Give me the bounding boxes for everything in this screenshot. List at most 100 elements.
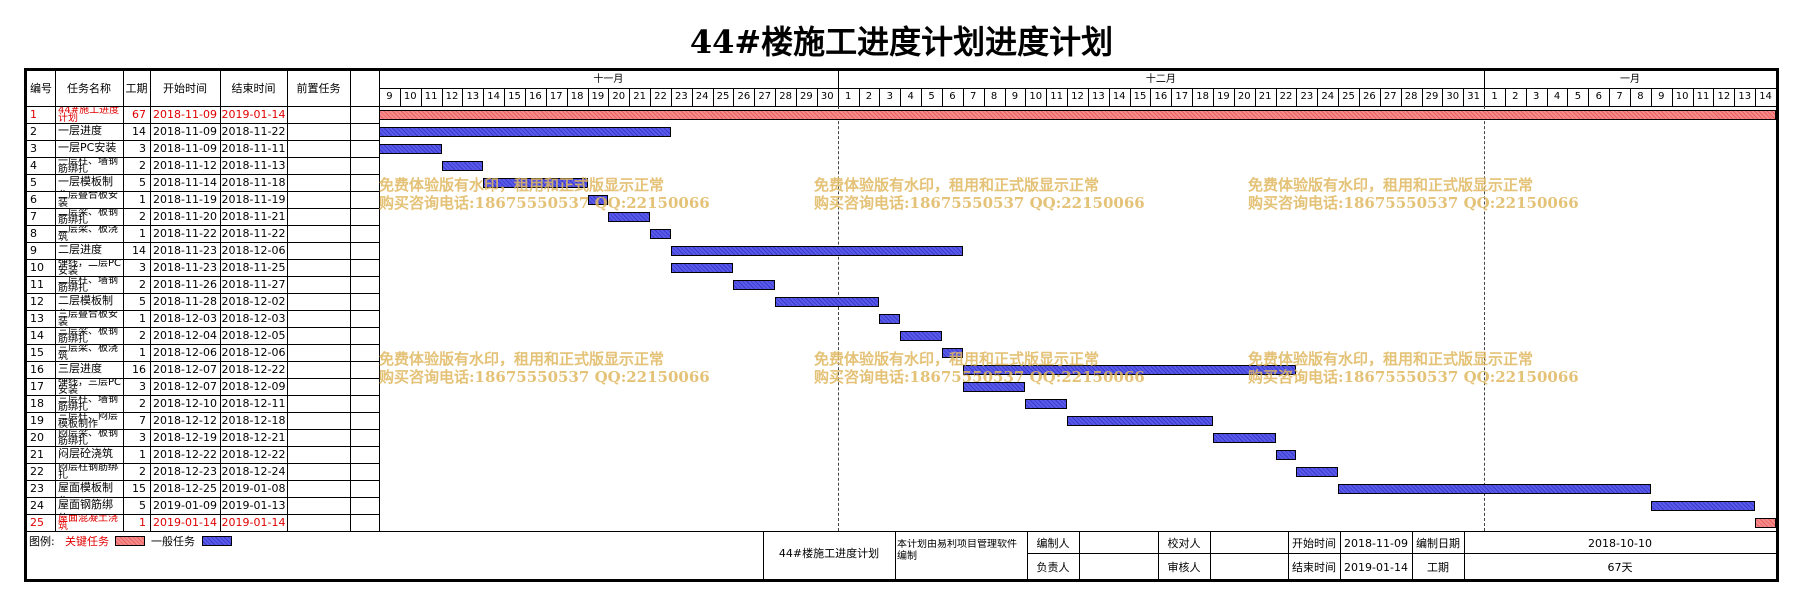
task-bar[interactable] — [587, 195, 609, 205]
task-name: 一层柱、墙钢筋绑扎 — [58, 158, 118, 174]
task-bar[interactable] — [733, 280, 776, 290]
task-end: 2018-11-19 — [221, 193, 286, 206]
task-start: 2018-12-07 — [153, 363, 217, 376]
task-bar[interactable] — [1025, 399, 1068, 409]
day-tick-label: 1 — [844, 91, 852, 102]
legend-critical-swatch — [115, 536, 145, 546]
day-tick-label: 22 — [654, 91, 667, 102]
column-header-start: 开始时间 — [163, 82, 207, 95]
task-id: 21 — [30, 448, 44, 461]
day-tick-label: 27 — [758, 91, 772, 102]
day-tick-label: 9 — [1658, 91, 1665, 102]
task-bar[interactable] — [441, 161, 484, 171]
task-duration: 1 — [139, 516, 146, 529]
task-bar[interactable] — [483, 178, 588, 188]
task-start: 2018-12-25 — [153, 482, 217, 495]
row-divider — [27, 446, 379, 447]
column-divider — [220, 71, 221, 531]
task-bar[interactable] — [1067, 416, 1214, 426]
row-divider — [27, 361, 379, 362]
task-bar[interactable] — [379, 144, 442, 154]
day-tick-label: 4 — [907, 91, 914, 102]
day-divider — [1484, 88, 1486, 106]
day-divider — [691, 88, 693, 106]
task-duration: 5 — [139, 176, 146, 189]
day-divider — [754, 88, 756, 106]
task-bar[interactable] — [608, 212, 651, 222]
task-end: 2018-12-09 — [221, 380, 286, 393]
task-end: 2018-12-11 — [221, 397, 286, 410]
row-divider — [27, 497, 379, 498]
task-name: 三层柱、闷层模板制作 — [58, 413, 118, 429]
task-bar[interactable] — [1650, 501, 1756, 511]
day-divider — [879, 88, 881, 106]
day-tick-label: 22 — [1279, 91, 1293, 102]
task-id: 9 — [30, 244, 37, 257]
day-divider — [1358, 88, 1360, 106]
column-header-duration: 工期 — [125, 82, 148, 95]
watermark-text: 购买咨询电话:18675550537 QQ:22150066 — [379, 368, 710, 386]
day-tick-label: 11 — [1050, 91, 1063, 102]
task-end: 2018-12-06 — [221, 346, 286, 359]
task-bar[interactable] — [962, 365, 1297, 375]
task-bar[interactable] — [650, 229, 671, 239]
critical-task-bar[interactable] — [1755, 518, 1776, 528]
task-bar[interactable] — [670, 246, 963, 256]
task-name: 三层梁、板钢筋绑扎 — [58, 328, 118, 344]
day-divider — [1067, 88, 1069, 106]
task-bar[interactable] — [900, 331, 942, 341]
task-bar[interactable] — [1338, 484, 1651, 494]
watermark-text: 免费体验版有水印，租用和正式版显示正常 — [814, 176, 1100, 194]
task-name: 屋面模板制作 — [58, 481, 113, 497]
task-end: 2018-12-02 — [221, 295, 286, 308]
critical-task-bar[interactable] — [379, 110, 1776, 120]
task-bar[interactable] — [879, 314, 901, 324]
task-id: 12 — [30, 295, 44, 308]
footer-divider — [895, 531, 896, 579]
day-tick-label: 6 — [949, 91, 956, 102]
task-bar[interactable] — [1296, 467, 1339, 477]
task-bar[interactable] — [670, 263, 734, 273]
day-tick-label: 19 — [591, 91, 605, 102]
task-name: 一层进度 — [58, 124, 102, 137]
task-end: 2018-11-11 — [221, 142, 286, 155]
task-bar[interactable] — [962, 382, 1026, 392]
day-tick-label: 10 — [403, 91, 417, 102]
footer-reviewed-by-label: 审核人 — [1167, 561, 1201, 574]
day-tick-label: 17 — [549, 91, 563, 102]
watermark-text: 购买咨询电话:18675550537 QQ:22150066 — [1248, 368, 1579, 386]
task-bar[interactable] — [1275, 450, 1297, 460]
month-label: 十一月 — [593, 74, 624, 85]
task-duration: 2 — [139, 278, 146, 291]
day-tick-label: 14 — [487, 91, 501, 102]
day-tick-label: 17 — [1175, 91, 1189, 102]
task-id: 19 — [30, 414, 44, 427]
task-bar[interactable] — [1213, 433, 1276, 443]
task-start: 2018-12-19 — [153, 431, 217, 444]
day-divider — [1254, 88, 1256, 106]
task-start: 2018-11-26 — [153, 278, 217, 291]
task-name: 二层模板制作 — [58, 294, 113, 310]
task-bar[interactable] — [941, 348, 963, 358]
day-divider — [816, 88, 818, 106]
task-start: 2018-12-04 — [153, 329, 217, 342]
column-header-pred: 前置任务 — [296, 82, 341, 95]
watermark-text: 免费体验版有水印，租用和正式版显示正常 — [379, 350, 665, 368]
footer-responsible-label: 负责人 — [1036, 561, 1070, 574]
day-tick-label: 28 — [779, 91, 792, 102]
watermark-text: 购买咨询电话:18675550537 QQ:22150066 — [379, 194, 710, 212]
day-divider — [608, 88, 610, 106]
day-divider — [1233, 88, 1235, 106]
row-divider — [27, 480, 379, 481]
task-bar[interactable] — [775, 297, 880, 307]
row-divider — [27, 157, 379, 158]
day-tick-label: 18 — [570, 91, 584, 102]
row-divider — [27, 344, 379, 345]
footer-duration-value: 67天 — [1607, 561, 1633, 574]
row-divider — [27, 378, 379, 379]
task-end: 2018-12-22 — [221, 363, 286, 376]
day-tick-label: 16 — [1154, 91, 1168, 102]
day-divider — [1421, 88, 1423, 106]
task-end: 2018-11-25 — [221, 261, 286, 274]
task-bar[interactable] — [379, 127, 671, 137]
